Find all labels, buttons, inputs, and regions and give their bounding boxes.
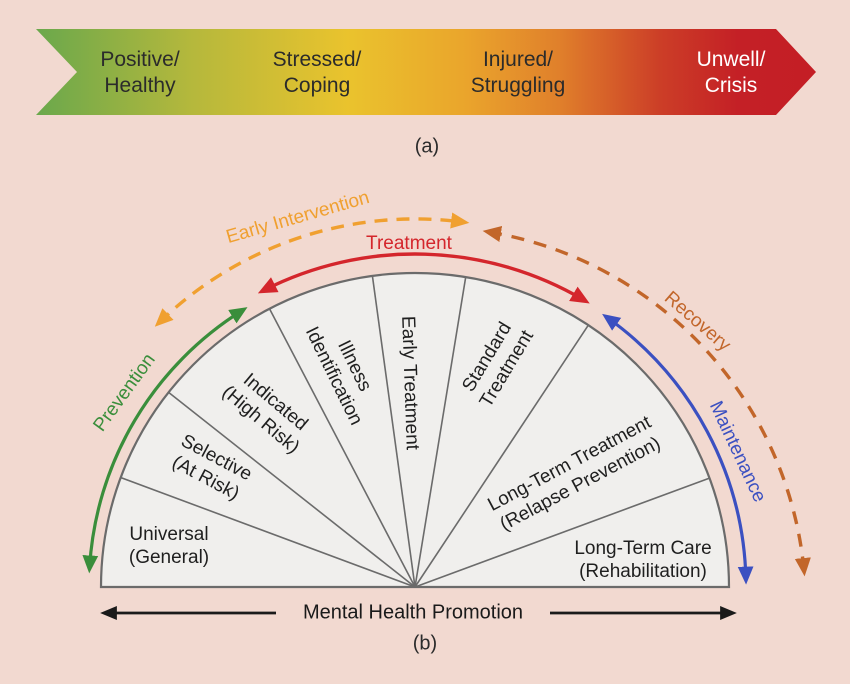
band-stage-line2: Struggling — [470, 74, 566, 97]
band-stage-line1: Positive/ — [100, 48, 180, 71]
band-stage-line1: Stressed/ — [272, 48, 362, 71]
arc-label-treatment: Treatment — [366, 233, 452, 254]
panel-b-caption: (b) — [412, 632, 438, 655]
wedge-label-line1: Long-Term Care — [574, 538, 712, 559]
recovery-arc — [482, 226, 811, 577]
wedge-label-long-term-care: Long-Term Care (Rehabilitation) — [574, 537, 711, 583]
wedge-label-line1: Universal — [129, 524, 209, 545]
early-intervention-arc — [154, 212, 470, 327]
wedge-label-line2: (Rehabilitation) — [579, 561, 707, 582]
wedge-label-universal: Universal (General) — [129, 523, 209, 569]
wedge-label-line2: (General) — [128, 547, 210, 568]
band-stage-line1: Injured/ — [482, 48, 554, 71]
band-stage-positive-healthy: Positive/ Healthy — [100, 47, 179, 99]
band-stage-line2: Healthy — [104, 74, 176, 97]
band-stage-injured-struggling: Injured/ Struggling — [471, 47, 566, 99]
band-stage-stressed-coping: Stressed/ Coping — [273, 47, 362, 99]
band-stage-line1: Unwell/ — [696, 48, 766, 71]
wedge-label-early-treatment: Early Treatment — [396, 316, 424, 451]
maintenance-arc — [602, 313, 754, 585]
continuum-gradient-band — [36, 29, 816, 115]
prevention-arc — [82, 307, 248, 574]
band-stage-unwell-crisis: Unwell/ Crisis — [697, 47, 766, 99]
mental-health-promotion-label: Mental Health Promotion — [302, 601, 524, 624]
wedge-label-line1: Early Treatment — [397, 315, 423, 451]
panel-a-caption: (a) — [414, 135, 440, 158]
band-stage-line2: Crisis — [704, 74, 758, 97]
band-stage-line2: Coping — [283, 74, 351, 97]
